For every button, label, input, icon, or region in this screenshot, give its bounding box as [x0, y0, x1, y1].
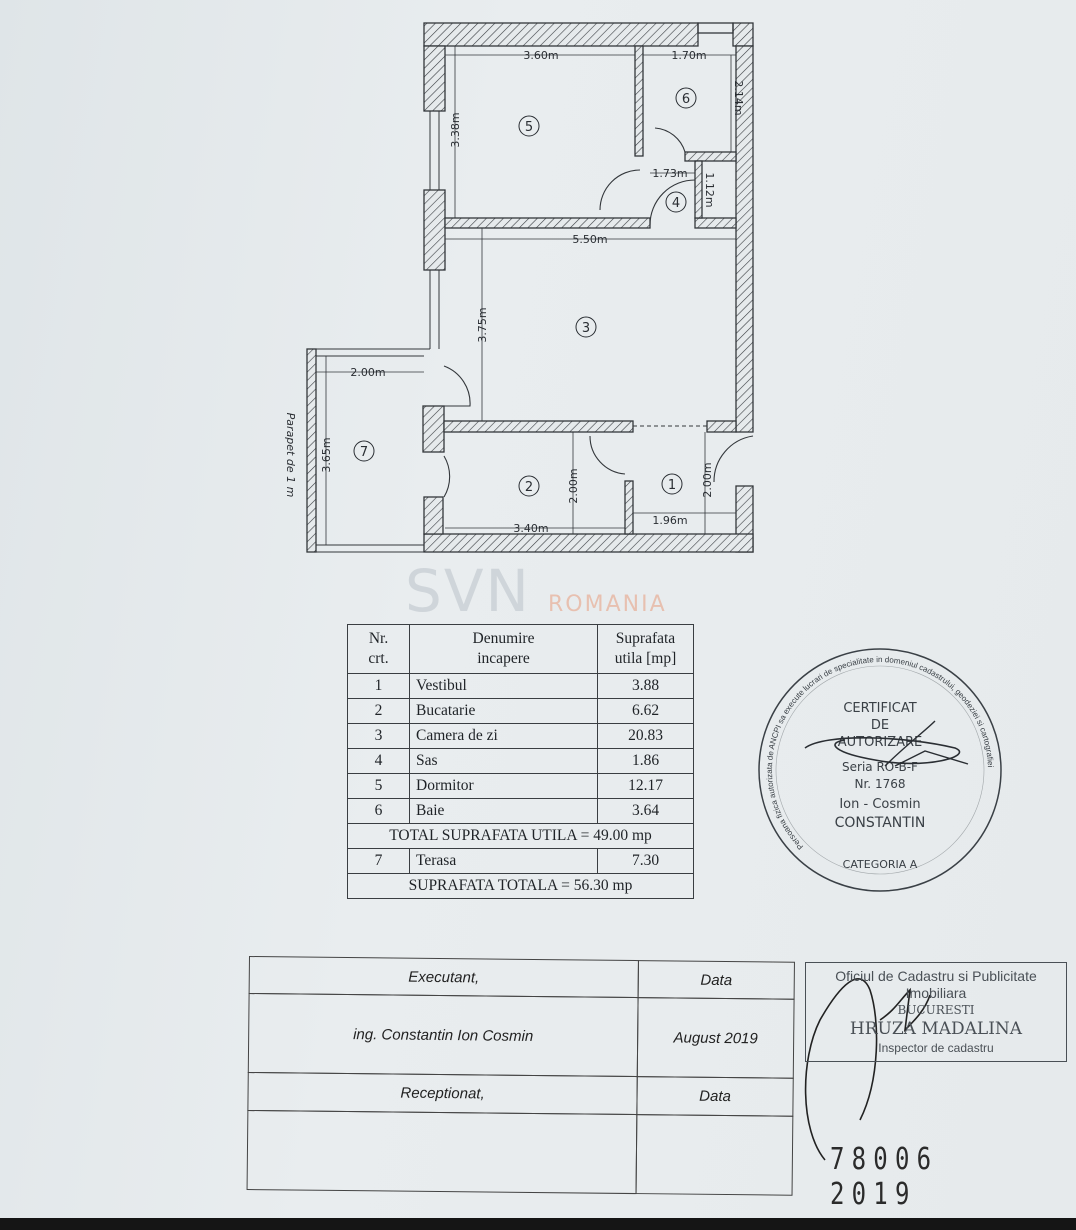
cell-name: Sas — [409, 748, 598, 774]
header-area: Suprafata — [615, 630, 676, 647]
dim-label: 5.50m — [572, 233, 607, 246]
photo-edge — [0, 1218, 1076, 1230]
cell-area: 12.17 — [597, 773, 694, 799]
room-number: 2 — [525, 480, 533, 495]
stamp-line: DE — [871, 718, 889, 733]
cell-name: Baie — [409, 798, 598, 824]
dim-label: 3.65m — [320, 437, 333, 472]
signature-table: Executant, Data ing. Constantin Ion Cosm… — [246, 956, 795, 1196]
header-nr: Nr. — [368, 630, 389, 647]
stamp-line: BUCURESTI — [897, 1003, 975, 1017]
cell-nr: 3 — [347, 723, 410, 749]
dim-label: 2.00m — [701, 462, 714, 497]
stamp-line: Oficiul de Cadastru si Publicitate Imobi… — [835, 968, 1037, 1001]
inspector-signature — [804, 978, 931, 1161]
dim-label: 2.00m — [350, 366, 385, 379]
room-number: 4 — [672, 196, 680, 211]
stamp-line: CONSTANTIN — [835, 815, 926, 831]
signature — [804, 737, 961, 765]
header-name: Denumire — [472, 630, 535, 647]
stamp-line: Seria RO-B-F — [842, 760, 918, 774]
dim-label: 1.70m — [671, 49, 706, 62]
cell-nr: 7 — [347, 848, 410, 874]
dim-label: 3.38m — [449, 112, 462, 147]
dim-label: 3.40m — [513, 522, 548, 535]
cell-name: Terasa — [409, 848, 598, 874]
room-number: 3 — [582, 321, 590, 336]
cell-nr: 1 — [347, 673, 410, 699]
room-markers — [353, 87, 697, 497]
received-label: Receptionat, — [247, 1071, 638, 1116]
received-date-cell — [635, 1114, 794, 1196]
walls — [306, 22, 754, 553]
parapet-note: Parapet de 1 m — [284, 413, 297, 498]
cell-nr: 6 — [347, 798, 410, 824]
total-row: SUPRAFATA TOTALA = 56.30 mp — [347, 873, 694, 899]
cell-area: 6.62 — [597, 698, 694, 724]
executant-label: Executant, — [248, 956, 639, 999]
stamp-line: Ion - Cosmin — [839, 797, 920, 812]
dim-label: 3.60m — [523, 49, 558, 62]
dimension-labels: 3.60m 1.70m 2.14m 3.38m 1.73m 1.12m 5.50… — [284, 49, 745, 535]
authorization-stamp: Persoana fizica autorizata de ANCPI sa e… — [758, 648, 1002, 892]
cell-name: Dormitor — [409, 773, 598, 799]
surface-table: Nr. crt. Denumire incapere Suprafata utila … — [347, 624, 694, 899]
windows-and-lines — [316, 111, 707, 553]
received-data-label: Data — [636, 1076, 794, 1117]
registration-number: 78006 2019 — [830, 1142, 939, 1212]
room-number: 5 — [525, 120, 533, 135]
watermark-text: ROMANIA — [548, 592, 667, 617]
room-number: 7 — [360, 445, 368, 460]
dim-label: 1.73m — [652, 167, 687, 180]
doors — [443, 127, 754, 498]
stamp-line: Inspector de cadastru — [878, 1041, 994, 1055]
header-name: incapere — [477, 650, 530, 667]
cell-name: Bucatarie — [409, 698, 598, 724]
executant-date: August 2019 — [636, 997, 795, 1079]
cell-area: 20.83 — [597, 723, 694, 749]
dim-label: 1.96m — [652, 514, 687, 527]
stamp-line: Nr. 1768 — [855, 777, 906, 791]
dim-label: 3.75m — [476, 307, 489, 342]
cell-area: 3.88 — [597, 673, 694, 699]
ocpi-stamp: Oficiul de Cadastru si Publicitate Imobi… — [805, 962, 1067, 1062]
cell-nr: 4 — [347, 748, 410, 774]
dim-label: 2.00m — [567, 468, 580, 503]
cell-nr: 2 — [347, 698, 410, 724]
received-signature-cell — [246, 1109, 638, 1195]
cell-area: 7.30 — [597, 848, 694, 874]
cell-area: 1.86 — [597, 748, 694, 774]
stamp-line: HRUZA MADALINA — [849, 1019, 1023, 1039]
header-nr: crt. — [368, 650, 389, 667]
room-number: 1 — [668, 478, 676, 493]
data-label: Data — [637, 960, 795, 1000]
cell-nr: 5 — [347, 773, 410, 799]
cell-name: Camera de zi — [409, 723, 598, 749]
watermark-logo: SVN — [405, 557, 531, 625]
dim-label: 1.12m — [703, 172, 716, 207]
table-header: Nr. crt. Denumire incapere Suprafata utila … — [347, 624, 694, 674]
dim-label: 2.14m — [732, 80, 745, 115]
cell-area: 3.64 — [597, 798, 694, 824]
executant-name: ing. Constantin Ion Cosmin — [247, 992, 639, 1078]
dimension-lines — [316, 46, 736, 545]
total-useful-row: TOTAL SUPRAFATA UTILA = 49.00 mp — [347, 823, 694, 849]
cell-name: Vestibul — [409, 673, 598, 699]
stamp-line: CATEGORIA A — [843, 858, 918, 871]
total-surface: SUPRAFATA TOTALA = 56.30 mp — [347, 873, 694, 899]
stamp-line: CERTIFICAT — [843, 701, 916, 716]
room-numbers: 1 2 3 4 5 6 7 — [360, 92, 690, 495]
room-number: 6 — [682, 92, 690, 107]
total-useful: TOTAL SUPRAFATA UTILA = 49.00 mp — [347, 823, 694, 849]
header-area: utila [mp] — [614, 650, 677, 667]
